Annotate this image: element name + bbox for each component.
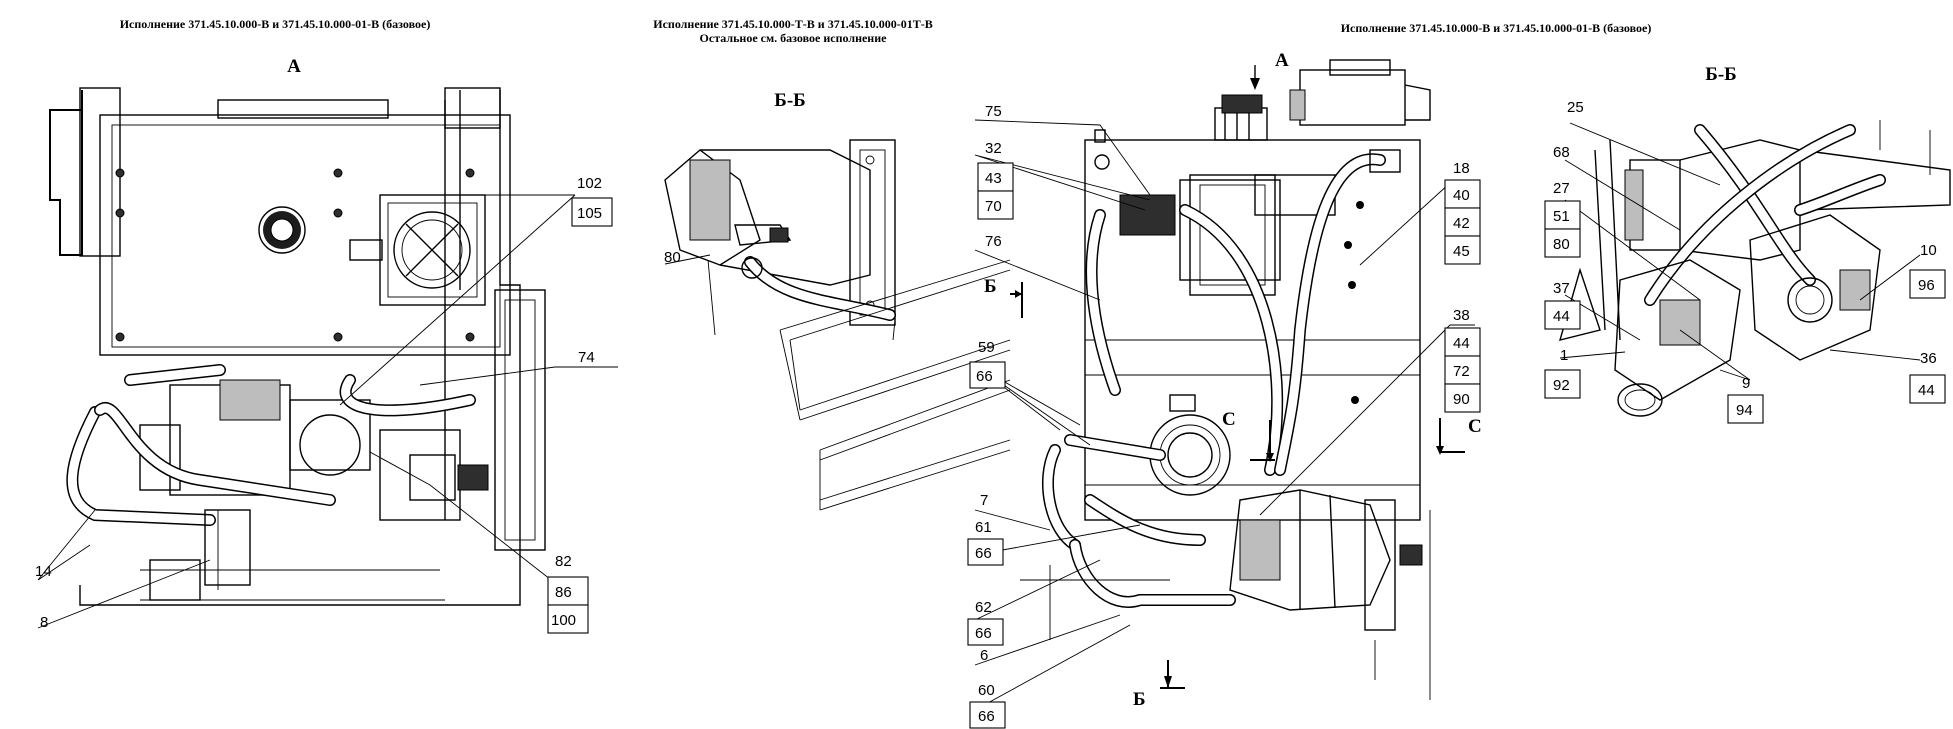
- main-view-drawing: [1010, 59, 1465, 700]
- callout: 45: [1453, 243, 1470, 260]
- callout: 96: [1918, 277, 1935, 294]
- callout: 43: [985, 170, 1002, 187]
- mark-c-left: С: [1222, 409, 1236, 430]
- callout: 66: [975, 625, 992, 642]
- callout: 75: [985, 103, 1002, 120]
- section-bb-right-label: Б-Б: [1705, 64, 1736, 85]
- mark-c-right: С: [1468, 416, 1482, 437]
- callout-box: [1544, 228, 1581, 258]
- callout: 80: [664, 249, 681, 266]
- callout: 27: [1553, 180, 1570, 197]
- callout: 102: [577, 175, 602, 192]
- callout: 44: [1553, 308, 1570, 325]
- callout-box: [969, 361, 1006, 389]
- title-middle-line2: Остальное см. базовое исполнение: [700, 31, 888, 45]
- callout-box: [977, 190, 1014, 220]
- callout: 74: [578, 349, 595, 366]
- callout: 51: [1553, 208, 1570, 225]
- right-section-drawing: [1558, 120, 1951, 417]
- callout: 86: [555, 584, 572, 601]
- title-right: Исполнение 371.45.10.000-В и 371.45.10.0…: [1341, 21, 1652, 35]
- arrow-a-label: А: [1275, 50, 1289, 71]
- callout-box: [1544, 369, 1581, 399]
- callout: 6: [980, 647, 988, 664]
- callout: 105: [577, 205, 602, 222]
- callout: 76: [985, 233, 1002, 250]
- title-left: Исполнение 371.45.10.000-В и 371.45.10.0…: [120, 17, 431, 31]
- callout: 90: [1453, 391, 1470, 408]
- callout: 25: [1567, 99, 1584, 116]
- callout: 80: [1553, 236, 1570, 253]
- callout: 42: [1453, 215, 1470, 232]
- callout: 70: [985, 198, 1002, 215]
- callout: 66: [978, 708, 995, 725]
- callout: 61: [975, 519, 992, 536]
- mark-b-bottom: Б: [1133, 689, 1146, 710]
- callout: 59: [978, 339, 995, 356]
- callout-box: [1727, 394, 1764, 424]
- callout-box: [1909, 269, 1946, 299]
- callout: 92: [1553, 377, 1570, 394]
- view-a-label: А: [287, 56, 301, 77]
- callout-box: [1444, 207, 1481, 237]
- callout: 72: [1453, 363, 1470, 380]
- callout-box: [969, 701, 1006, 729]
- callout-numbers: 102 105 74 14 8 82 86 100 80 75 32 43 70…: [35, 99, 1946, 729]
- callout: 18: [1453, 160, 1470, 177]
- callout-box: [571, 197, 613, 227]
- callout-box: [1444, 383, 1481, 413]
- callout: 40: [1453, 187, 1470, 204]
- callout: 38: [1453, 307, 1470, 324]
- callout-box: [977, 162, 1014, 192]
- callout-box: [1444, 179, 1481, 209]
- left-view-drawing: [49, 87, 546, 606]
- callout: 60: [978, 682, 995, 699]
- callout: 9: [1742, 375, 1750, 392]
- callout: 8: [40, 614, 48, 631]
- callout-box: [1544, 300, 1581, 330]
- callout-box: [967, 538, 1004, 566]
- mark-b-top: Б: [984, 276, 997, 297]
- callout: 100: [551, 612, 576, 629]
- callout-box: [547, 604, 589, 634]
- callout-box: [967, 618, 1004, 646]
- callout: 7: [980, 492, 988, 509]
- callout: 1: [1560, 347, 1568, 364]
- callout: 10: [1920, 242, 1937, 259]
- callout: 62: [975, 599, 992, 616]
- callout: 44: [1918, 382, 1935, 399]
- callout-box: [547, 576, 589, 606]
- callout: 32: [985, 140, 1002, 157]
- middle-section-drawing: [664, 139, 1011, 511]
- callout-box: [1444, 355, 1481, 385]
- callout: 44: [1453, 335, 1470, 352]
- callout-box: [1444, 235, 1481, 265]
- callout: 82: [555, 553, 572, 570]
- callout: 94: [1736, 402, 1753, 419]
- callout: 66: [975, 545, 992, 562]
- callout: 14: [35, 563, 52, 580]
- title-middle-line1: Исполнение 371.45.10.000-Т-В и 371.45.10…: [653, 17, 932, 31]
- callout: 68: [1553, 144, 1570, 161]
- callout: 37: [1553, 280, 1570, 297]
- callout: 36: [1920, 350, 1937, 367]
- callout-box: [1909, 374, 1946, 404]
- section-bb-left-label: Б-Б: [774, 90, 805, 111]
- callout: 66: [976, 368, 993, 385]
- callout-box: [1444, 327, 1481, 357]
